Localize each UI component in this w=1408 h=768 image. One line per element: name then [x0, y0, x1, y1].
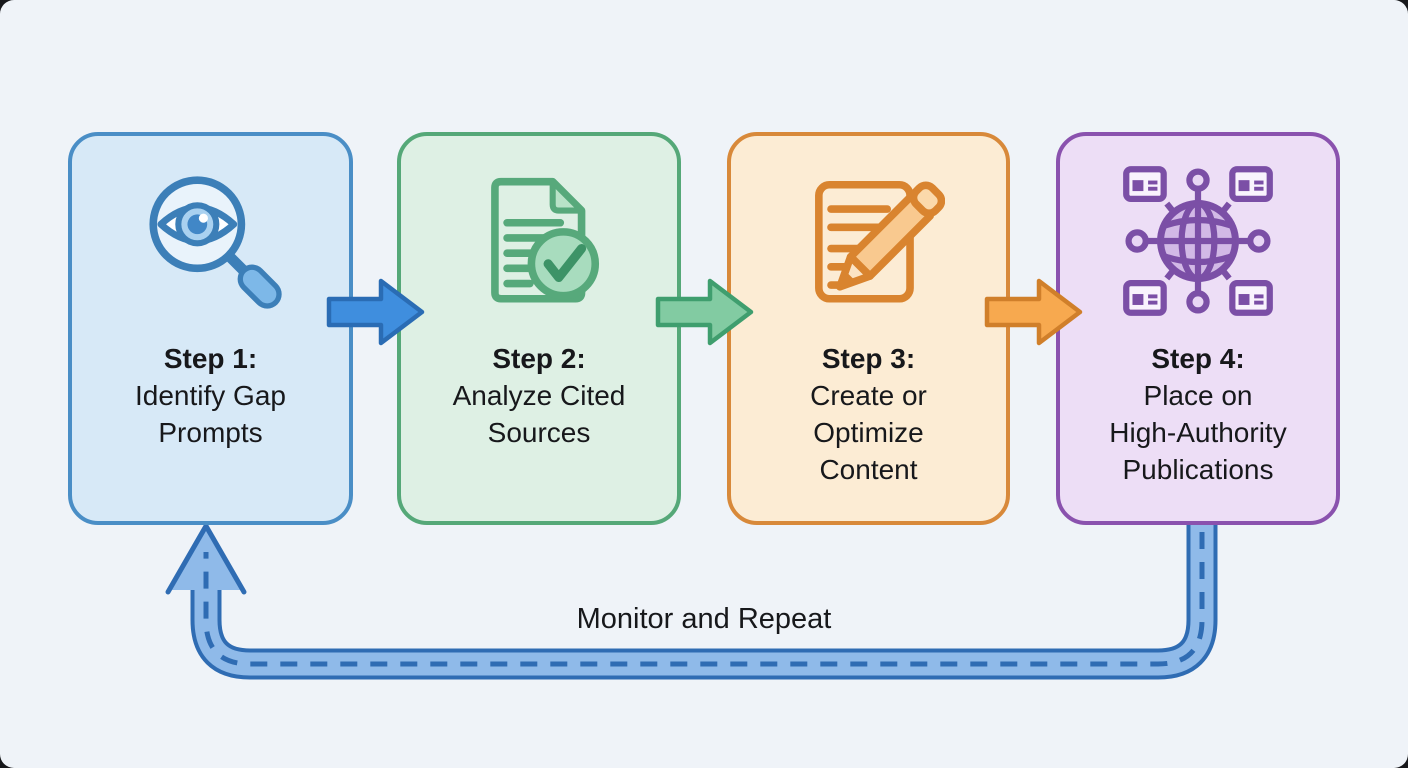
- step-1-card: Step 1: Identify Gap Prompts: [68, 132, 353, 525]
- step-2-line: Sources: [487, 417, 591, 448]
- step-3-line: Create or: [810, 380, 927, 411]
- step-4-icon-area: [1120, 160, 1276, 322]
- publication-card-icons: [1123, 166, 1273, 316]
- step-4-line: Place on: [1143, 380, 1253, 411]
- arrow-step3-step4-icon: [984, 278, 1083, 346]
- step-4-title: Step 4:: [1151, 343, 1245, 374]
- step-4-line: High-Authority: [1109, 417, 1287, 448]
- magnifier-eye-icon: [148, 176, 282, 309]
- loop-band-fill: [194, 525, 1214, 676]
- document-check-icon: [491, 177, 600, 303]
- loop-dashed-line: [203, 532, 1205, 667]
- loop-label: Monitor and Repeat: [576, 603, 832, 635]
- step-4-line: Publications: [1122, 454, 1274, 485]
- globe-network-icon: [1123, 166, 1273, 316]
- step-3-line: Content: [819, 454, 918, 485]
- step-1-line: Identify Gap: [135, 380, 286, 411]
- loop-band-outline: [190, 525, 1218, 680]
- step-3-title: Step 3:: [821, 343, 916, 374]
- step-3-line: Optimize: [813, 417, 924, 448]
- step-4-card: Step 4: Place on High-Authority Publicat…: [1056, 132, 1340, 525]
- step-2-card: Step 2: Analyze Cited Sources: [397, 132, 681, 525]
- loop-arrowhead-outline: [165, 523, 247, 595]
- step-2-title: Step 2:: [492, 343, 586, 374]
- step-1-title: Step 1:: [163, 343, 258, 374]
- arrow-step2-step3-icon: [655, 278, 754, 346]
- document-pencil-icon: [814, 180, 945, 303]
- step-2-icon-area: [463, 160, 615, 322]
- step-3-icon-area: [793, 160, 945, 322]
- step-2-line: Analyze Cited: [452, 380, 626, 411]
- arrow-step1-step2-icon: [326, 278, 425, 346]
- step-1-icon-area: [135, 160, 287, 322]
- step-1-line: Prompts: [158, 417, 263, 448]
- step-3-card: Step 3: Create or Optimize Content: [727, 132, 1010, 525]
